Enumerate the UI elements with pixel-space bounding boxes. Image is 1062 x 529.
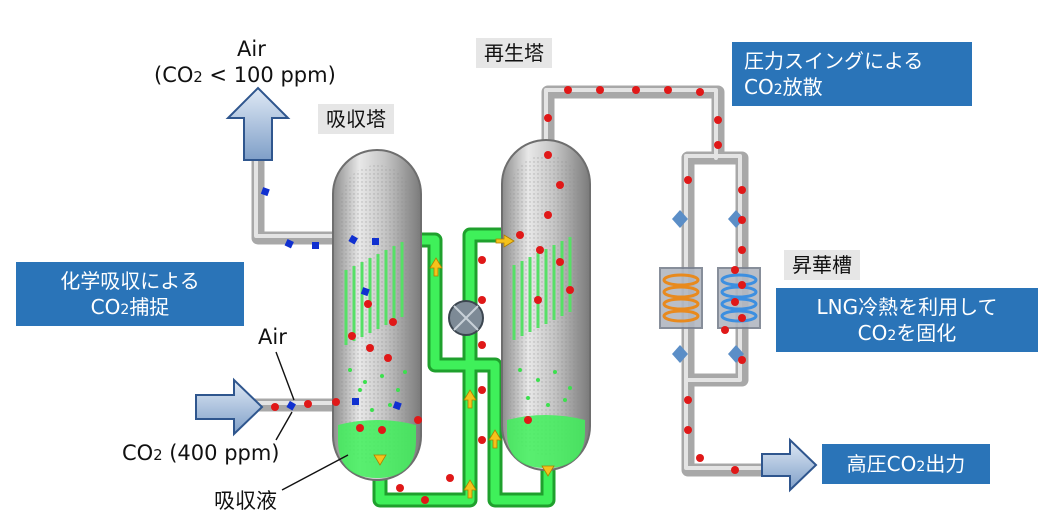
air-particles xyxy=(260,187,402,411)
air-in-label: Air xyxy=(258,325,287,349)
co2-in-label: CO2 (400 ppm) xyxy=(122,441,280,465)
absorber-tower-label: 吸収塔 xyxy=(318,104,394,134)
chemical-absorption-callout: 化学吸収による CO2捕捉 xyxy=(16,262,244,326)
regenerator-tower-label: 再生塔 xyxy=(476,38,552,68)
air-out-concentration: (CO2 < 100 ppm) xyxy=(154,63,336,87)
high-pressure-output-callout: 高圧CO2出力 xyxy=(822,444,990,484)
co2-output-arrow xyxy=(761,437,818,493)
co2-particles xyxy=(271,86,746,504)
absorbent-liquid-label: 吸収液 xyxy=(214,489,277,513)
flow-arrows xyxy=(373,234,555,499)
sublimation-tank-label: 昇華槽 xyxy=(784,250,860,280)
air-out-arrow xyxy=(225,86,291,161)
co2-in-arrow xyxy=(195,377,264,437)
sublimation-coils xyxy=(659,210,761,363)
regenerator-vessel xyxy=(501,139,591,471)
lng-cold-callout: LNG冷熱を利用して CO2を固化 xyxy=(776,288,1038,352)
pressure-swing-callout: 圧力スイングによる CO2放散 xyxy=(732,42,972,106)
pump-icon xyxy=(448,300,484,336)
absorber-vessel xyxy=(332,149,422,481)
air-out-label: Air xyxy=(237,37,266,61)
